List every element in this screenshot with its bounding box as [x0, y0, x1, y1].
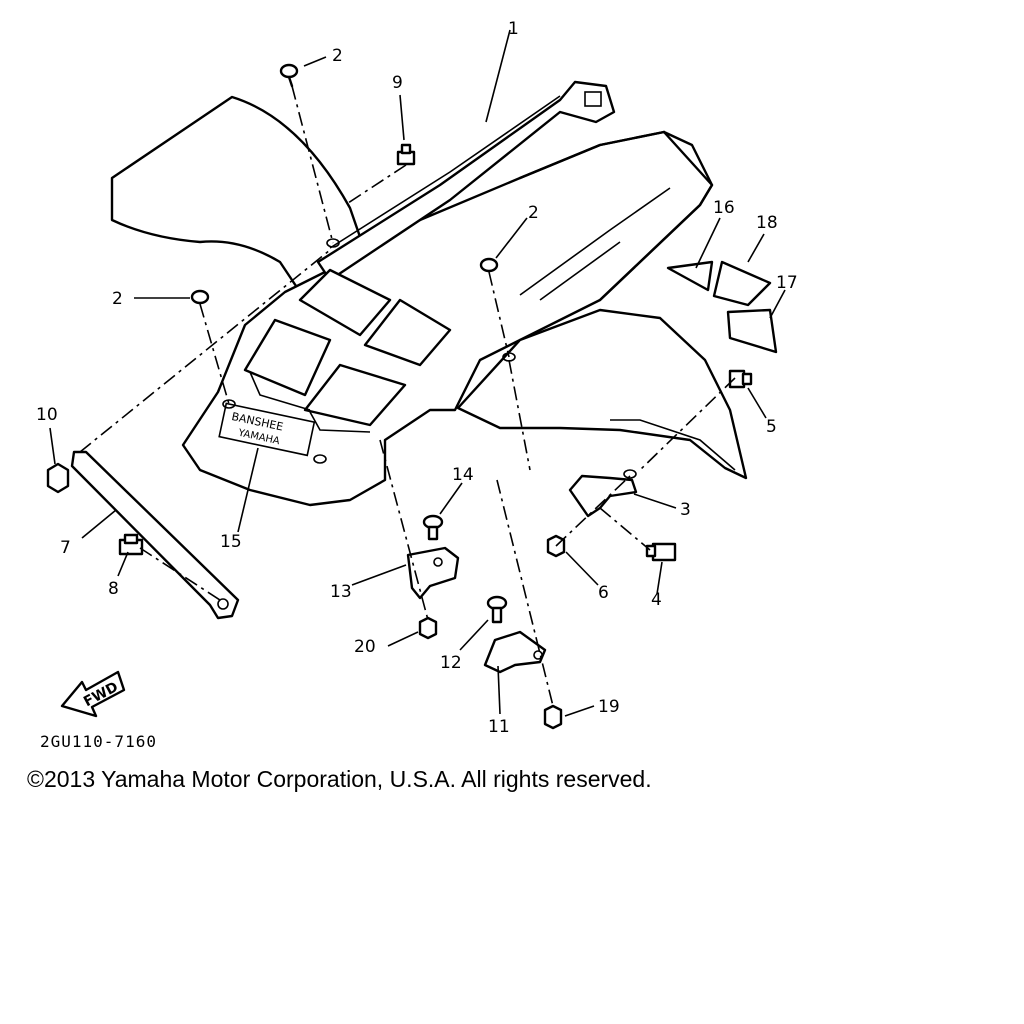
seat-rail	[316, 80, 616, 282]
part-label-5: 5	[766, 417, 777, 437]
fender-brace	[70, 450, 240, 620]
bolt-4	[645, 542, 677, 562]
storage-compartment-right	[303, 363, 407, 427]
part-labels: 1 2 2 2 3 4 5 6 7 8 9 10 11 12 13 14 15 …	[36, 19, 798, 737]
part-label-6: 6	[598, 583, 609, 603]
part-label-3: 3	[680, 500, 691, 520]
part-label-19: 19	[598, 697, 620, 717]
bolt-14	[422, 514, 444, 541]
storage-compartment-upper	[298, 268, 392, 337]
leader-lines	[49, 29, 786, 717]
bolt-12	[486, 595, 508, 624]
bolt-8	[118, 533, 144, 556]
part-label-2-top: 2	[332, 46, 343, 66]
bolt-2-top	[279, 63, 299, 88]
part-label-18: 18	[756, 213, 778, 233]
part-label-10: 10	[36, 405, 58, 425]
drawing-code: 2GU110-7160	[40, 732, 157, 751]
nut-20	[418, 616, 438, 640]
part-label-17: 17	[776, 273, 798, 293]
bolt-2-left	[190, 289, 210, 305]
decal-part-18	[712, 260, 772, 307]
part-label-11: 11	[488, 717, 510, 737]
decal-part-17	[726, 308, 778, 354]
part-label-8: 8	[108, 579, 119, 599]
part-label-20: 20	[354, 637, 376, 657]
right-side-panel	[598, 130, 714, 302]
part-label-1: 1	[508, 19, 519, 39]
part-label-12: 12	[440, 653, 462, 673]
part-label-2-center: 2	[528, 203, 539, 223]
storage-compartment-left	[243, 318, 332, 397]
part-label-14: 14	[452, 465, 474, 485]
part-label-9: 9	[392, 73, 403, 93]
part-label-2-left: 2	[112, 289, 123, 309]
copyright-notice: ©2013 Yamaha Motor Corporation, U.S.A. A…	[27, 766, 652, 792]
bolt-2-center	[479, 257, 499, 273]
part-label-13: 13	[330, 582, 352, 602]
decal-part-16	[666, 260, 714, 292]
part-label-7: 7	[60, 538, 71, 558]
rear-fender-exploded-diagram: BANSHEE YAMAHA	[36, 19, 798, 751]
left-fender-wing	[110, 95, 370, 294]
forward-arrow-icon: FWD	[60, 670, 126, 718]
alignment-lines	[79, 85, 736, 707]
part-label-4: 4	[651, 590, 662, 610]
bracket-13	[406, 546, 460, 600]
part-label-15: 15	[220, 532, 242, 552]
bolt-9	[396, 143, 416, 166]
nut-19	[543, 704, 563, 730]
bolt-5	[728, 369, 753, 389]
nut-10	[46, 462, 70, 494]
part-label-16: 16	[713, 198, 735, 218]
